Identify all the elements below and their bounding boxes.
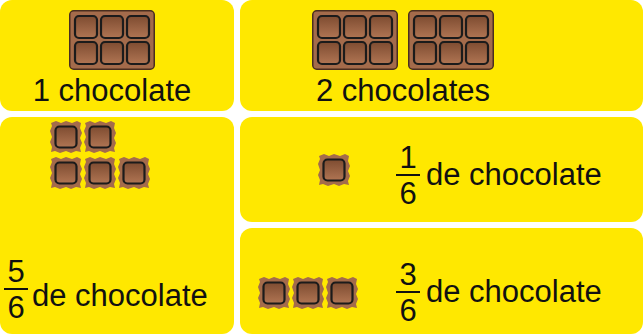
fraction-numerator: 5 [4,255,28,290]
text-holder: 1 chocolate [33,74,192,108]
fraction-panel: 56de chocolate [0,117,234,334]
chocolate-piece [118,157,150,189]
chocolate-piece [50,157,82,189]
chocolate-piece [84,121,116,153]
chocolate-piece [258,277,290,309]
panel-label: 2 chocolates [316,74,490,108]
panel-label: 1 chocolate [33,74,192,108]
chocolate-piece [292,277,324,309]
text-holder: de chocolate [32,279,208,313]
fraction-denominator: 6 [4,291,28,324]
chocolate-bar [409,11,494,70]
text-holder: 6 [4,291,28,324]
chocolate-piece [326,277,358,309]
text-holder: 6 [396,177,420,210]
fraction-numerator: 3 [396,258,420,293]
text-holder: de chocolate [426,158,602,192]
panel-label: de chocolate [32,279,208,313]
panel-label: de chocolate [426,275,602,309]
fraction-panel: 2 chocolates [240,0,643,111]
text-holder: de chocolate [426,275,602,309]
text-holder: 1 [396,141,420,176]
chocolate-piece [84,157,116,189]
fraction-panel: 36de chocolate [240,228,643,334]
text-holder: 3 [396,258,420,293]
text-holder: 5 [4,255,28,290]
chocolate-piece [50,121,82,153]
fraction-panel: 1 chocolate [0,0,234,111]
fraction-numerator: 1 [396,141,420,176]
fraction-denominator: 6 [396,177,420,210]
panel-label: de chocolate [426,158,602,192]
chocolate-bar [313,11,398,70]
chocolate-bar [70,11,155,70]
chocolate-piece [318,154,350,186]
fraction-denominator: 6 [396,294,420,327]
fraction-panel: 16de chocolate [240,117,643,222]
text-holder: 6 [396,294,420,327]
text-holder: 2 chocolates [316,74,490,108]
